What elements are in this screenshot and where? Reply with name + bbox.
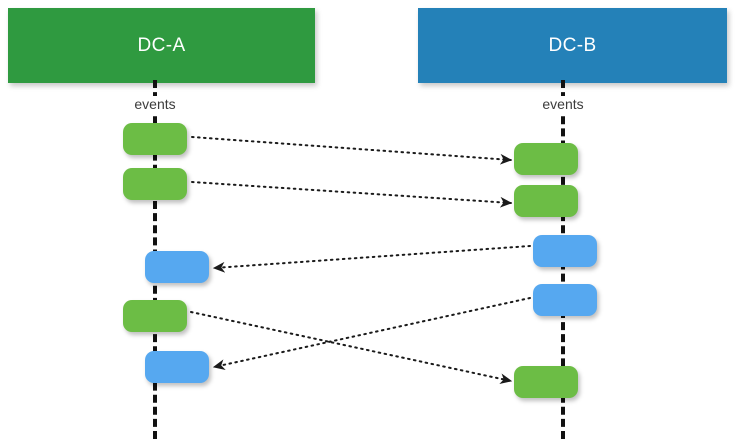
lifeline-gap-dc-a	[125, 96, 185, 116]
event-box-a-1[interactable]	[123, 123, 187, 155]
event-box-a-3[interactable]	[145, 251, 209, 283]
event-box-b-4[interactable]	[533, 284, 597, 316]
dc-a-header: DC-A	[8, 8, 315, 83]
event-box-b-3[interactable]	[533, 235, 597, 267]
event-box-a-5[interactable]	[145, 351, 209, 383]
dc-b-title: DC-B	[548, 34, 597, 56]
event-box-a-4[interactable]	[123, 300, 187, 332]
event-box-a-2[interactable]	[123, 168, 187, 200]
arrow-b4-to-a5	[212, 297, 531, 370]
arrow-b3-to-a3	[212, 245, 531, 273]
lifeline-gap-dc-b	[533, 96, 593, 116]
arrow-a4-to-b5	[190, 311, 513, 385]
event-box-b-1[interactable]	[514, 143, 578, 175]
dc-b-header: DC-B	[418, 8, 727, 83]
events-label-dc-a: events	[134, 96, 176, 112]
events-label-dc-b: events	[542, 96, 584, 112]
dc-a-title: DC-A	[137, 34, 186, 56]
event-box-b-2[interactable]	[514, 185, 578, 217]
event-box-b-5[interactable]	[514, 366, 578, 398]
arrow-a1-to-b1	[191, 136, 513, 165]
arrow-a2-to-b2	[191, 181, 513, 208]
